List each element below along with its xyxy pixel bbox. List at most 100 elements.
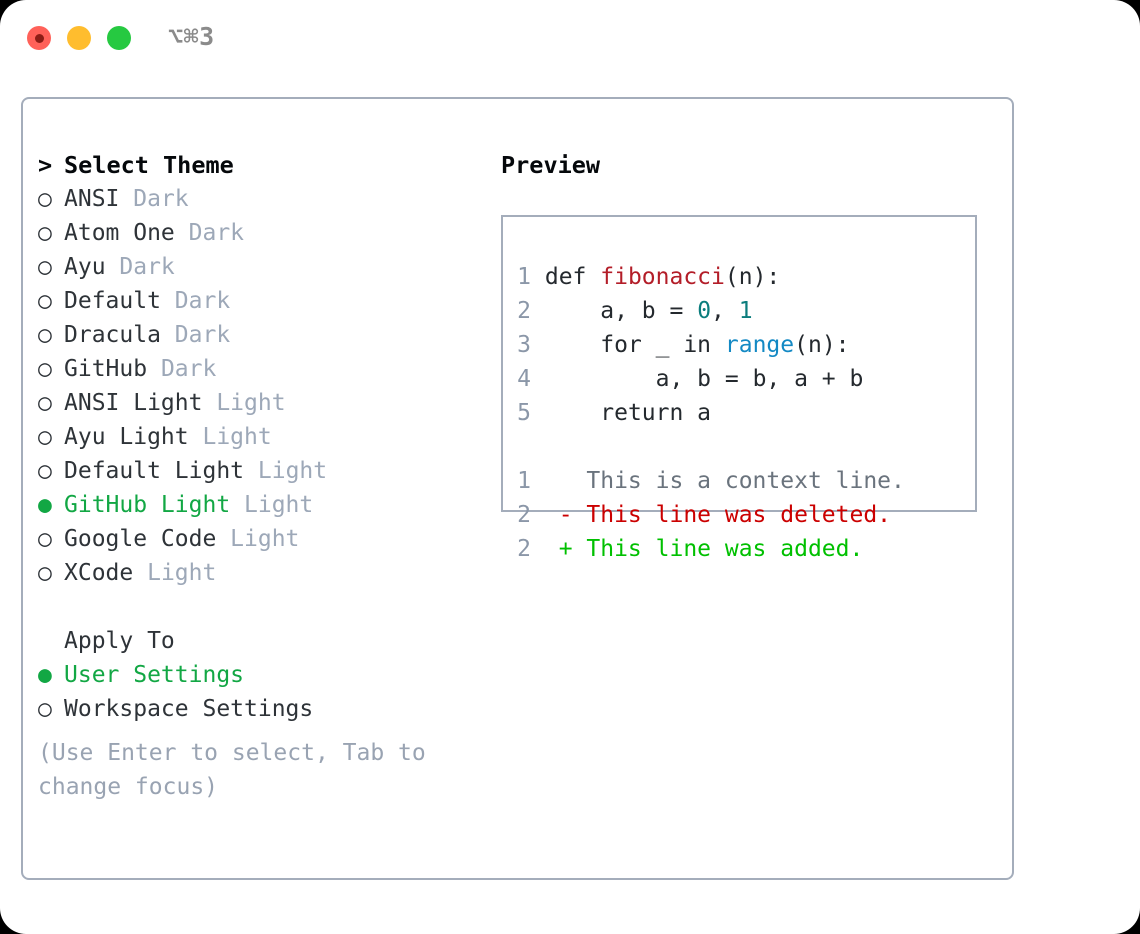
- code-token: range: [724, 332, 795, 358]
- theme-variant-badge: Light: [202, 424, 272, 450]
- code-line: 4 a, b = b, a + b: [517, 362, 905, 396]
- radio-unselected-icon: ○: [38, 322, 52, 348]
- code-line: 5 return a: [517, 396, 905, 430]
- theme-option-ayu[interactable]: ○Ayu Dark: [38, 250, 478, 284]
- code-token: 0: [697, 298, 712, 324]
- code-token: ,: [711, 298, 739, 324]
- theme-option-label: Ayu Light: [64, 424, 203, 450]
- radio-unselected-icon: ○: [38, 390, 52, 416]
- radio-selected-icon: ●: [38, 492, 52, 518]
- code-token: return a: [544, 400, 712, 426]
- code-token: a, b =: [544, 298, 698, 324]
- theme-variant-badge: Dark: [119, 254, 175, 280]
- code-line: 3 for _ in range(n):: [517, 328, 905, 362]
- line-number: 4: [517, 366, 531, 392]
- window-controls: [27, 26, 131, 50]
- code-token: for _ in: [544, 332, 725, 358]
- apply-to-heading: Apply To: [38, 624, 478, 658]
- theme-option-label: Default: [64, 288, 175, 314]
- code-token: 1: [738, 298, 753, 324]
- theme-option-github-light[interactable]: ● GitHub Light Light: [38, 488, 478, 522]
- code-token: a, b = b, a + b: [544, 366, 864, 392]
- theme-variant-badge: Light: [257, 458, 328, 484]
- radio-unselected-icon: ○: [38, 526, 52, 552]
- theme-list: ○ANSI Dark○Atom One Dark○Ayu Dark○Defaul…: [38, 182, 478, 590]
- preview-title: Preview: [501, 151, 601, 179]
- theme-variant-badge: Dark: [188, 220, 245, 246]
- theme-variant-badge: Light: [230, 526, 300, 552]
- diff-line: 1 This is a context line.: [517, 464, 905, 498]
- preview-column: Preview 1 def fibonacci(n):2 a, b = 0, 1…: [501, 148, 1001, 562]
- diff-line-text: This is a context line.: [531, 468, 905, 494]
- diff-line: 2 - This line was deleted.: [517, 498, 905, 532]
- theme-picker-heading: > Select Theme: [38, 148, 478, 182]
- theme-variant-badge: Light: [147, 560, 217, 586]
- apply-to-option-label: Workspace Settings: [64, 696, 314, 722]
- code-token: def: [544, 264, 601, 290]
- code-gap: [517, 430, 905, 464]
- radio-unselected-icon: ○: [38, 356, 52, 382]
- line-number: 1: [517, 468, 531, 494]
- theme-option-label: XCode: [64, 560, 148, 586]
- zoom-button[interactable]: [107, 26, 131, 50]
- line-number: 2: [517, 298, 531, 324]
- radio-unselected-icon: ○: [38, 220, 52, 246]
- keyboard-hint: (Use Enter to select, Tab to change focu…: [38, 740, 426, 800]
- radio-unselected-icon: ○: [38, 458, 52, 484]
- apply-to-heading-label: Apply To: [64, 628, 175, 654]
- keyboard-shortcut-label: ⌥⌘3: [168, 22, 215, 51]
- line-number: 5: [517, 400, 531, 426]
- theme-option-label: ANSI: [64, 186, 134, 212]
- line-number: 3: [517, 332, 531, 358]
- code-token: (n):: [794, 332, 850, 358]
- theme-option-default-light[interactable]: ○ Default Light Light: [38, 454, 478, 488]
- title-bar: ⌥⌘3: [0, 0, 1140, 78]
- main-panel: >Select Theme ○ANSI Dark○Atom One Dark○A…: [21, 97, 1014, 880]
- theme-variant-badge: Dark: [174, 288, 231, 314]
- theme-option-dracula[interactable]: ○ Dracula Dark: [38, 318, 478, 352]
- diff-line-text: - This line was deleted.: [531, 502, 892, 528]
- theme-option-label: Atom One: [64, 220, 189, 246]
- theme-option-google-code[interactable]: ○Google Code Light: [38, 522, 478, 556]
- code-token: fibonacci: [600, 264, 725, 290]
- theme-option-label: ANSI Light: [64, 390, 217, 416]
- theme-option-label: Default Light: [64, 458, 258, 484]
- theme-option-ansi[interactable]: ○ ANSI Dark: [38, 182, 478, 216]
- code-line: 1 def fibonacci(n):: [517, 260, 905, 294]
- page-title: Select Theme: [64, 151, 234, 179]
- theme-picker-column: >Select Theme ○ANSI Dark○Atom One Dark○A…: [38, 148, 478, 804]
- prompt-caret-icon: >: [38, 151, 53, 179]
- theme-option-ayu-light[interactable]: ○Ayu Light Light: [38, 420, 478, 454]
- theme-variant-badge: Light: [216, 390, 286, 416]
- line-number: 2: [517, 536, 531, 562]
- radio-unselected-icon: ○: [38, 186, 52, 212]
- code-line: 2 a, b = 0, 1: [517, 294, 905, 328]
- theme-option-label: GitHub: [64, 356, 161, 382]
- apply-to-option-user-settings[interactable]: ●User Settings: [38, 658, 478, 692]
- theme-option-label: Dracula: [64, 322, 175, 348]
- radio-selected-icon: ●: [38, 662, 52, 688]
- theme-option-ansi-light[interactable]: ○ ANSI Light Light: [38, 386, 478, 420]
- apply-to-list: ●User Settings ○ Workspace Settings: [38, 658, 478, 726]
- diff-line: 2 + This line was added.: [517, 532, 905, 566]
- line-number: 1: [517, 264, 531, 290]
- theme-option-github[interactable]: ○ GitHub Dark: [38, 352, 478, 386]
- theme-option-default[interactable]: ○Default Dark: [38, 284, 478, 318]
- theme-variant-badge: Light: [244, 492, 314, 518]
- diff-line-text: + This line was added.: [531, 536, 864, 562]
- theme-variant-badge: Dark: [160, 356, 217, 382]
- theme-option-label: GitHub Light: [64, 492, 245, 518]
- theme-variant-badge: Dark: [174, 322, 231, 348]
- theme-variant-badge: Dark: [133, 186, 189, 212]
- apply-to-option-workspace-settings[interactable]: ○ Workspace Settings: [38, 692, 478, 726]
- radio-unselected-icon: ○: [38, 560, 52, 586]
- radio-unselected-icon: ○: [38, 696, 52, 722]
- theme-option-atom-one[interactable]: ○ Atom One Dark: [38, 216, 478, 250]
- section-spacer: [38, 590, 478, 624]
- code-token: (n):: [724, 264, 781, 290]
- close-button[interactable]: [27, 26, 51, 50]
- minimize-button[interactable]: [67, 26, 91, 50]
- theme-option-xcode[interactable]: ○ XCode Light: [38, 556, 478, 590]
